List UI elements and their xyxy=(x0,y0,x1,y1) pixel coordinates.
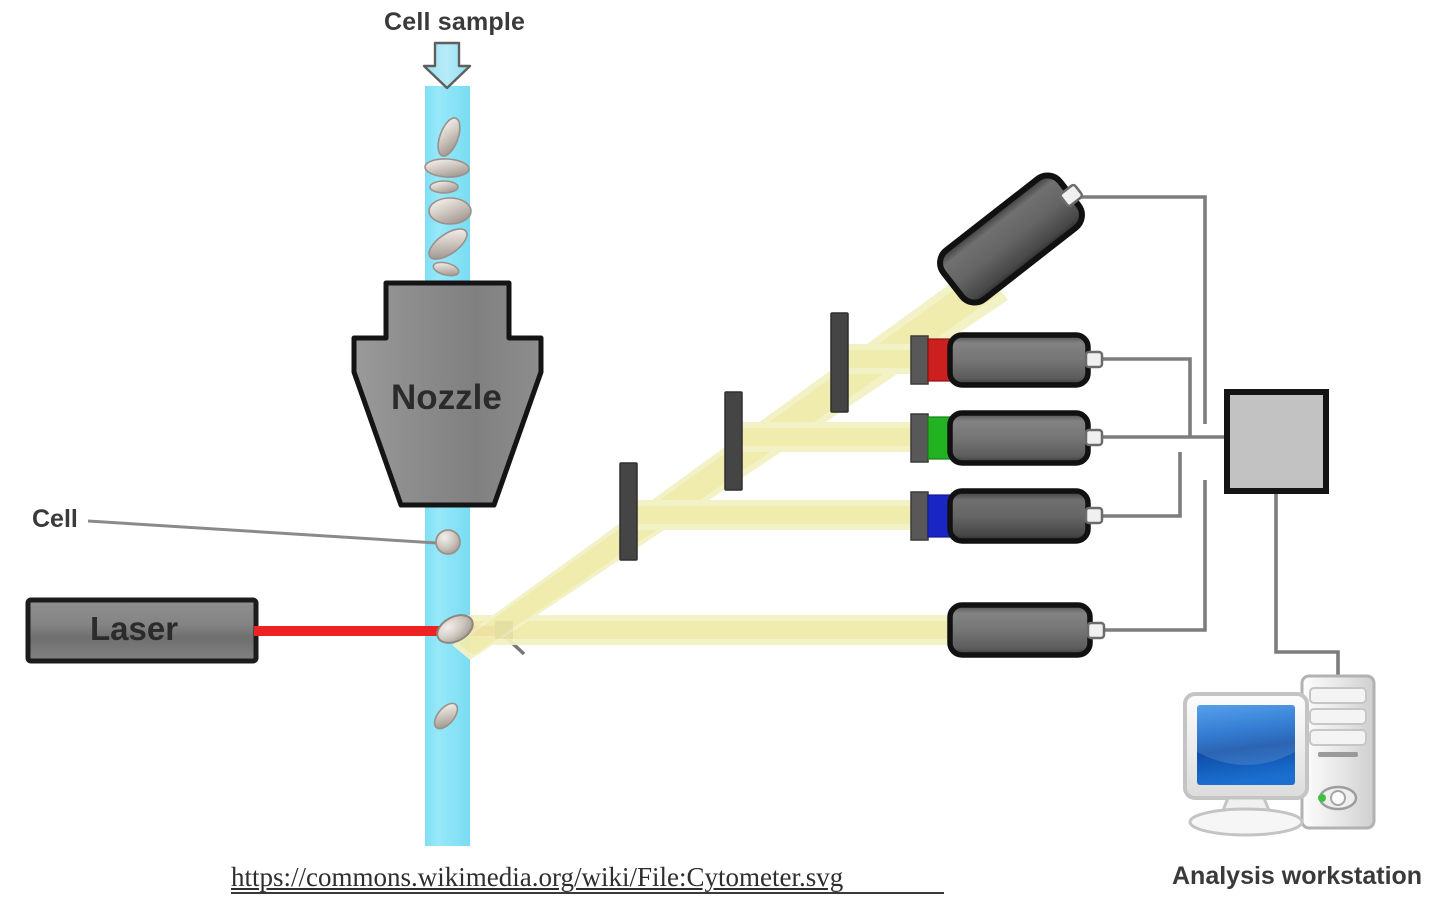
cell-particle xyxy=(428,197,472,225)
detector-slit xyxy=(910,413,929,463)
cell-leader-line xyxy=(87,519,438,545)
red-fluorescence-detector[interactable] xyxy=(910,332,1104,388)
laser-label: Laser xyxy=(90,610,179,647)
nozzle-label: Nozzle xyxy=(391,378,502,417)
cells-in-stream-group xyxy=(424,117,472,730)
dichroic-mirror-3 xyxy=(830,312,849,413)
wire-red-detector xyxy=(1098,357,1192,437)
detector-connector xyxy=(1086,621,1106,640)
analysis-workstation-label: Analysis workstation xyxy=(1172,862,1423,890)
blue-fluorescence-detector[interactable] xyxy=(910,488,1104,544)
analysis-workstation-icon[interactable] xyxy=(1183,674,1376,837)
cell-sample-label: Cell sample xyxy=(384,8,526,36)
detector-body xyxy=(947,332,1091,388)
detector-slit xyxy=(910,491,929,541)
cell-particle xyxy=(424,158,470,178)
forward-scatter-detector[interactable] xyxy=(947,602,1106,658)
cell-particle xyxy=(428,228,468,260)
wire-forward-scatter xyxy=(1100,480,1207,632)
cell-label: Cell xyxy=(32,505,78,533)
wire-blue-detector xyxy=(1098,452,1182,518)
detector-connector xyxy=(1084,506,1104,525)
wire-side-scatter xyxy=(1078,195,1207,424)
interrogated-cell xyxy=(436,614,474,644)
green-fluorescence-detector[interactable] xyxy=(910,410,1104,466)
cell-particle xyxy=(429,180,459,194)
nozzle-shape xyxy=(351,280,544,508)
detector-body xyxy=(947,410,1091,466)
dichroic-mirrors-group xyxy=(619,312,849,561)
dichroic-mirror-2 xyxy=(724,391,743,491)
labeled-cell xyxy=(435,529,461,555)
detector-connector xyxy=(1084,428,1104,447)
sample-inlet-arrow-icon xyxy=(422,41,472,90)
signal-electronics-box[interactable] xyxy=(1224,389,1329,494)
dichroic-mirror-1 xyxy=(619,462,638,561)
wire-box-to-workstation xyxy=(1274,490,1340,690)
cell-particle xyxy=(437,117,461,157)
detector-body xyxy=(947,602,1093,658)
side-scatter-detector-connector xyxy=(1059,183,1084,207)
cell-particle xyxy=(433,702,459,730)
source-url-label: https://commons.wikimedia.org/wiki/File:… xyxy=(231,862,844,892)
detector-slit xyxy=(910,335,929,385)
detector-body xyxy=(947,488,1091,544)
signal-wires-group xyxy=(1078,195,1340,690)
cell-particle xyxy=(432,261,460,277)
detector-connector xyxy=(1084,350,1104,369)
